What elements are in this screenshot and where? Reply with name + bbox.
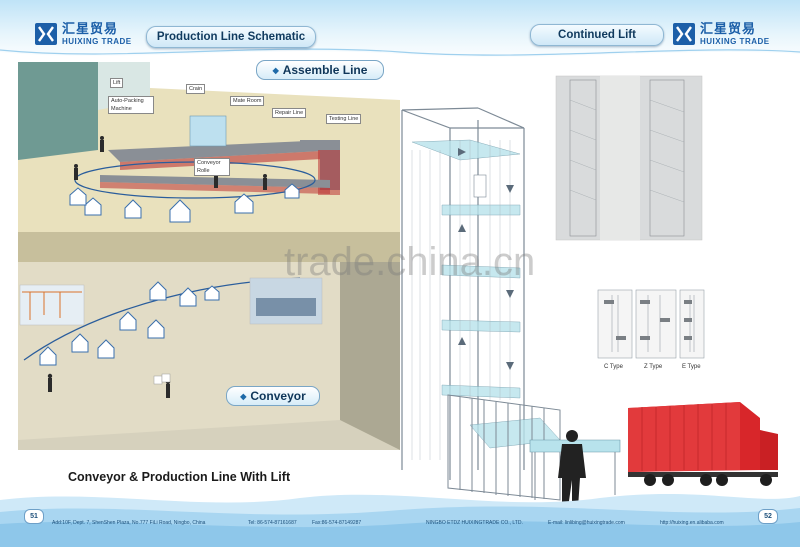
upper-wall-green (18, 62, 98, 160)
callout-repair-line: Repair Line (272, 108, 307, 118)
type-label-c: C Type (604, 364, 623, 370)
section-conveyor: ◆ Conveyor (226, 386, 320, 406)
footer-email: E-mail: linlibing@huixingtrade.com (548, 520, 625, 526)
brand-name-en: HUIXING TRADE (700, 36, 770, 46)
brand-logo-right: 汇星贸易 HUIXING TRADE (672, 22, 770, 46)
floor-slab (18, 232, 400, 262)
lift-base-cage (447, 394, 561, 501)
brand-logo-icon (673, 23, 695, 45)
callout-conveyor-roll: Conveyor Rolle (194, 158, 230, 176)
footer-address: Add:10F, Dept. 7, ShenShen Plaza, No.777… (52, 520, 206, 526)
brand-name-cn: 汇星贸易 (62, 21, 119, 37)
footer-company: NINGBO ETDZ HUIXINGTRADE CO., LTD. (426, 520, 523, 526)
footer-web: http://huixing.en.alibaba.com (660, 520, 724, 526)
callout-auto-packing: Auto-Packing Machine (108, 96, 154, 114)
type-label-z: Z Type (644, 364, 663, 370)
callout-testing-line: Testing Line (326, 114, 362, 124)
lower-wall-right (340, 262, 400, 450)
header-title-left: Production Line Schematic (146, 26, 316, 48)
type-label-e: E Type (682, 364, 701, 370)
brand-logo-left: 汇星贸易 HUIXING TRADE (34, 22, 132, 46)
diamond-icon: ◆ (240, 391, 247, 401)
callout-crain: Crain (186, 84, 206, 94)
diamond-icon: ◆ (272, 65, 279, 75)
assembly-line (108, 140, 340, 162)
section-assemble-line: ◆ Assemble Line (256, 60, 384, 80)
page-number-left: 51 (24, 509, 44, 524)
page-number-right: 52 (758, 509, 778, 524)
brand-name-en: HUIXING TRADE (62, 36, 132, 46)
worker-silhouette (558, 430, 586, 508)
brand-name-cn: 汇星贸易 (700, 21, 757, 37)
brand-logo-icon (35, 23, 57, 45)
section-conveyor-label: Conveyor (250, 389, 306, 403)
callout-lift: Lift (110, 78, 124, 88)
header-wave (0, 48, 800, 68)
main-caption: Conveyor & Production Line With Lift (68, 470, 291, 484)
callout-mate-room: Mate Room (230, 96, 265, 106)
header-title-right: Continued Lift (530, 24, 664, 46)
footer-tel: Tel: 86-574-87161687 (248, 520, 297, 526)
mate-room (189, 115, 227, 147)
section-assemble-label: Assemble Line (282, 63, 368, 77)
lift-tower (401, 107, 525, 480)
footer-fax: Fax:86-574-87149287 (312, 520, 362, 526)
truck-illustration (628, 402, 778, 486)
